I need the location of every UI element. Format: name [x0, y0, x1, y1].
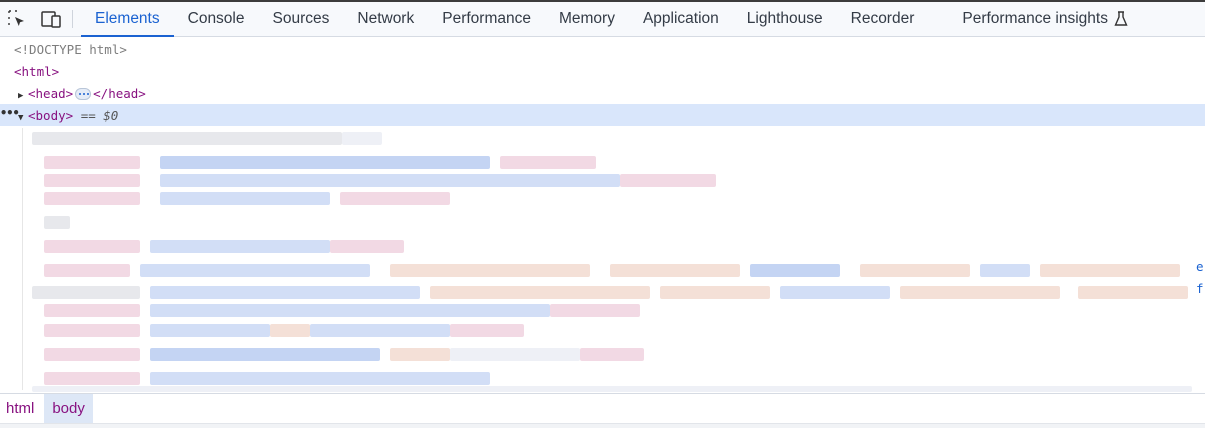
tab-memory[interactable]: Memory	[545, 2, 629, 36]
tab-lighthouse[interactable]: Lighthouse	[733, 2, 837, 36]
head-open-tag: <head>	[28, 86, 74, 101]
tab-recorder[interactable]: Recorder	[837, 2, 929, 36]
tab-elements[interactable]: Elements	[81, 2, 174, 37]
tab-label: Application	[642, 10, 719, 27]
toolbar-separator	[72, 10, 73, 28]
tab-application[interactable]: Application	[629, 2, 733, 36]
head-close-tag: </head>	[93, 86, 146, 101]
tab-performance-insights[interactable]: Performance insights	[948, 2, 1142, 36]
tab-label: Console	[187, 10, 245, 27]
breadcrumb-label: html	[6, 400, 35, 417]
tab-performance[interactable]: Performance	[428, 2, 545, 36]
selected-marker: == $0	[80, 108, 119, 123]
window-top-border	[0, 0, 1205, 2]
device-toolbar-icon[interactable]	[34, 2, 68, 36]
tab-label: Network	[357, 10, 415, 27]
doctype-text: <!DOCTYPE html>	[14, 42, 127, 57]
breadcrumb-html[interactable]: html	[0, 394, 40, 423]
select-element-icon[interactable]	[0, 2, 34, 36]
collapsed-content-button[interactable]	[75, 87, 92, 100]
body-node[interactable]: ▼ <body> == $0	[18, 105, 118, 127]
tab-sources[interactable]: Sources	[259, 2, 344, 36]
expand-triangle-icon[interactable]: ▶	[18, 91, 24, 101]
tab-label: Memory	[558, 10, 615, 27]
experimental-flask-icon	[1114, 11, 1128, 26]
indent-guide	[22, 128, 23, 390]
tab-label: Sources	[272, 10, 330, 27]
body-open-tag: <body>	[28, 108, 74, 123]
panel-bottom-edge	[0, 423, 1205, 428]
tab-label: Recorder	[850, 10, 915, 27]
breadcrumb: html body	[0, 393, 1205, 423]
breadcrumb-label: body	[52, 400, 85, 417]
tab-console[interactable]: Console	[174, 2, 259, 36]
tab-label: Lighthouse	[746, 10, 823, 27]
tab-label: Performance	[442, 10, 531, 27]
selected-node-highlight	[0, 104, 1205, 126]
collapse-triangle-icon[interactable]: ▼	[18, 113, 24, 123]
truncated-text-char: f	[1196, 281, 1204, 296]
breadcrumb-body[interactable]: body	[44, 394, 93, 423]
truncated-text-char: e	[1196, 259, 1204, 274]
node-actions-gutter[interactable]: •••	[0, 106, 20, 120]
tab-label: Performance insights	[962, 10, 1108, 27]
tab-label: Elements	[95, 10, 160, 27]
dom-tree: ••• <!DOCTYPE html> <html> ▶ <head> </head…	[0, 38, 1205, 392]
head-node[interactable]: ▶ <head> </head>	[18, 83, 146, 105]
html-tag: <html>	[14, 64, 60, 79]
doctype-node[interactable]: <!DOCTYPE html>	[14, 39, 127, 61]
devtools-toolbar: Elements Console Sources Network Perform…	[0, 2, 1205, 37]
html-node[interactable]: <html>	[14, 61, 59, 83]
tab-network[interactable]: Network	[343, 2, 428, 36]
